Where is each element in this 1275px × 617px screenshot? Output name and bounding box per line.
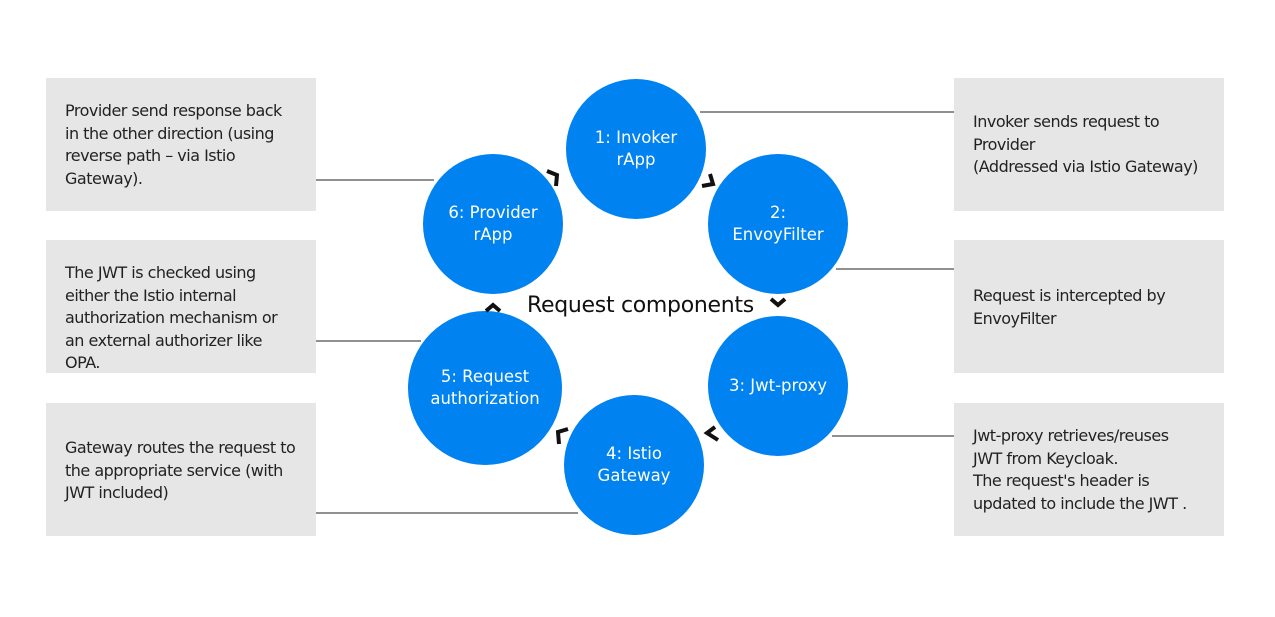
chevron-right-icon [546, 169, 560, 187]
step-circle-3 [708, 316, 848, 456]
note-box-right-2: Request is intercepted by EnvoyFilter [954, 240, 1224, 373]
chevron-up-icon [484, 302, 502, 313]
step-label-1: 1: Invoker rApp [594, 128, 678, 169]
chevron-left-icon [703, 425, 720, 442]
note-box-right-3: Jwt-proxy retrieves/reuses JWT from Keyc… [954, 403, 1224, 536]
diagram-title: Request components [527, 293, 754, 318]
note-text: Gateway routes the request to the approp… [65, 438, 296, 502]
step-circle-2 [708, 154, 848, 294]
note-text: Invoker sends request to Provider (Addre… [973, 112, 1198, 176]
note-text: The JWT is checked using either the Isti… [65, 263, 278, 372]
step-circle-1 [566, 79, 706, 219]
step-label-5: 5: Request authorization [430, 367, 540, 408]
note-text: Provider send response back in the other… [65, 101, 282, 188]
step-label-3: 3: Jwt-proxy [728, 376, 828, 395]
connector-lines [316, 111, 954, 514]
step-label-2: 2: EnvoyFilter [732, 203, 824, 244]
step-circle-5 [408, 311, 562, 465]
step-circle-4 [564, 395, 704, 535]
note-text: Jwt-proxy retrieves/reuses JWT from Keyc… [973, 426, 1187, 513]
chevron-left-icon [555, 427, 569, 445]
step-label-6: 6: Provider rApp [448, 203, 538, 244]
note-box-left-3: Gateway routes the request to the approp… [46, 403, 316, 536]
chevron-right-icon [701, 173, 716, 188]
note-box-left-1: Provider send response back in the other… [46, 78, 316, 211]
step-label-4: 4: Istio Gateway [597, 444, 671, 485]
note-box-right-1: Invoker sends request to Provider (Addre… [954, 78, 1224, 211]
note-text: Request is intercepted by EnvoyFilter [973, 286, 1166, 328]
chevron-down-icon [769, 297, 787, 308]
step-circle-6 [423, 154, 563, 294]
note-box-left-2: The JWT is checked using either the Isti… [46, 240, 316, 373]
